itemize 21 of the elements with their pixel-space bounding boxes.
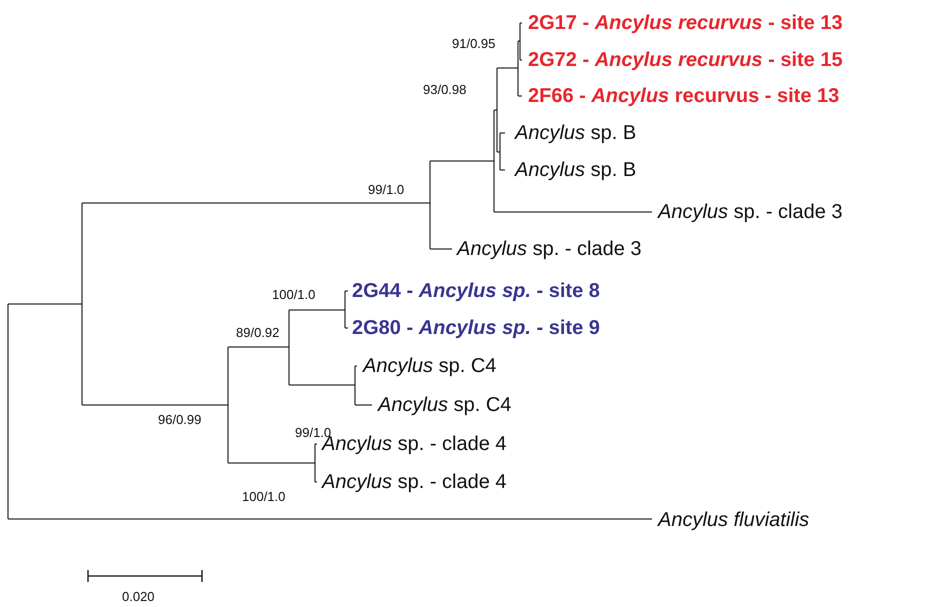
taxon-label: Ancylus fluviatilis bbox=[658, 509, 810, 531]
support-value: 89/0.92 bbox=[236, 326, 280, 340]
support-value: 100/1.0 bbox=[242, 490, 286, 504]
support-value: 93/0.98 bbox=[423, 82, 466, 98]
taxon-label: 2G44 - Ancylus sp. - site 8 bbox=[352, 280, 600, 302]
taxon-label: Ancylus sp. B bbox=[515, 159, 636, 181]
support-value: 91/0.95 bbox=[452, 36, 496, 52]
taxon-label: 2F66 - Ancylus recurvus - site 13 bbox=[528, 85, 840, 107]
taxon-label: Ancylus sp. C4 bbox=[378, 394, 512, 416]
taxon-label: 2G17 - Ancylus recurvus - site 13 bbox=[528, 12, 843, 34]
taxon-label: Ancylus sp. - clade 3 bbox=[457, 238, 642, 260]
support-value: 96/0.99 bbox=[158, 412, 202, 428]
support-value: 100/1.0 bbox=[272, 288, 316, 302]
taxon-label: Ancylus sp. - clade 3 bbox=[658, 201, 843, 223]
scale-label: 0.020 bbox=[122, 590, 155, 604]
taxon-label: Ancylus sp. - clade 4 bbox=[322, 471, 507, 493]
taxon-label: 2G72 - Ancylus recurvus - site 15 bbox=[528, 49, 843, 71]
taxon-label: Ancylus sp. B bbox=[515, 122, 636, 144]
taxon-label: 2G80 - Ancylus sp. - site 9 bbox=[352, 317, 600, 339]
taxon-label: Ancylus sp. C4 bbox=[363, 355, 496, 377]
support-value: 99/1.0 bbox=[368, 182, 404, 198]
